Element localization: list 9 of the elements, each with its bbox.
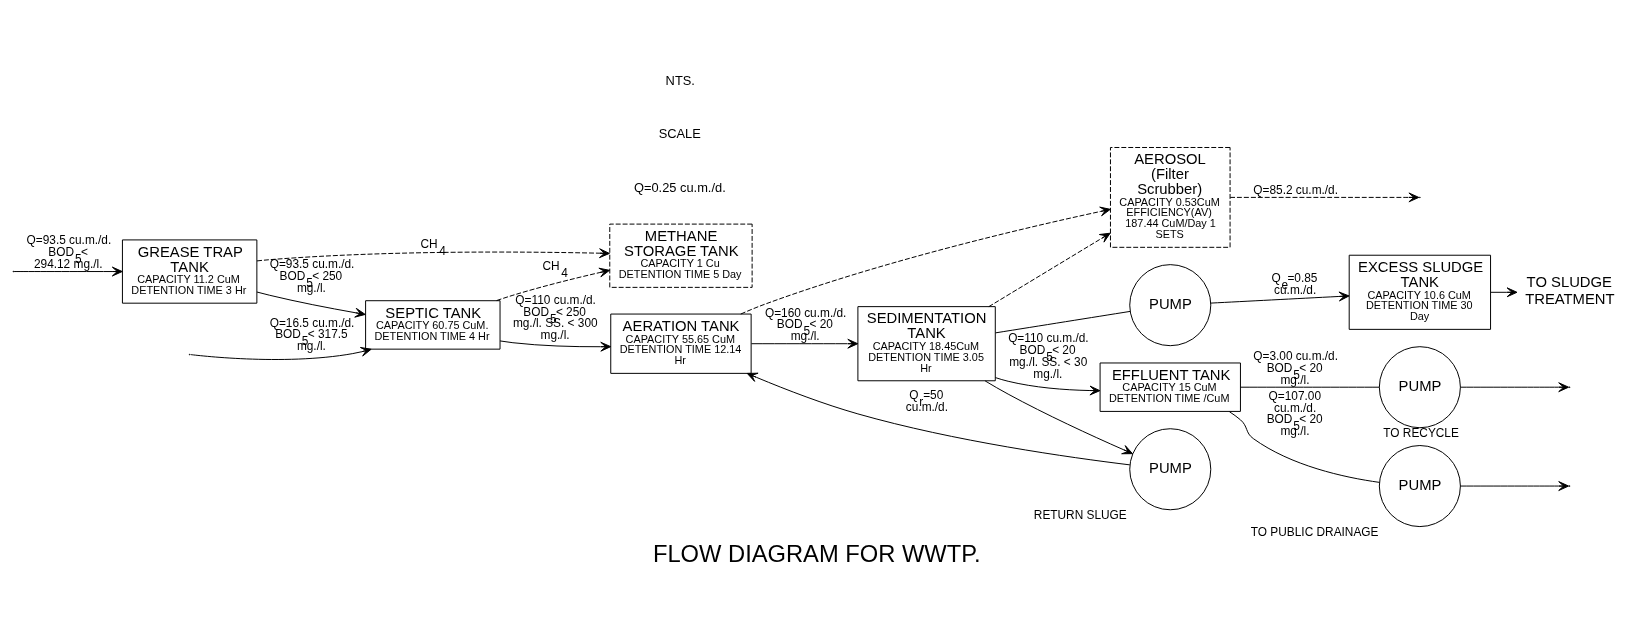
node-label: TO PUBLIC DRAINAGE: [1250, 524, 1379, 539]
edge-label: Q=85.2 cu.m./d.: [1253, 182, 1339, 197]
node-label: RETURN SLUGE: [1033, 507, 1127, 522]
diagram-title: FLOW DIAGRAM FOR WWTP.: [652, 540, 981, 567]
node-text: TO SLUDGE TREATMENT: [1525, 273, 1615, 307]
label: SCALE: [658, 125, 701, 141]
node-label: TO RECYCLE: [1383, 425, 1459, 440]
label: Q=0.25 cu.m./d.: [633, 179, 726, 195]
label: NTS.: [665, 72, 695, 88]
